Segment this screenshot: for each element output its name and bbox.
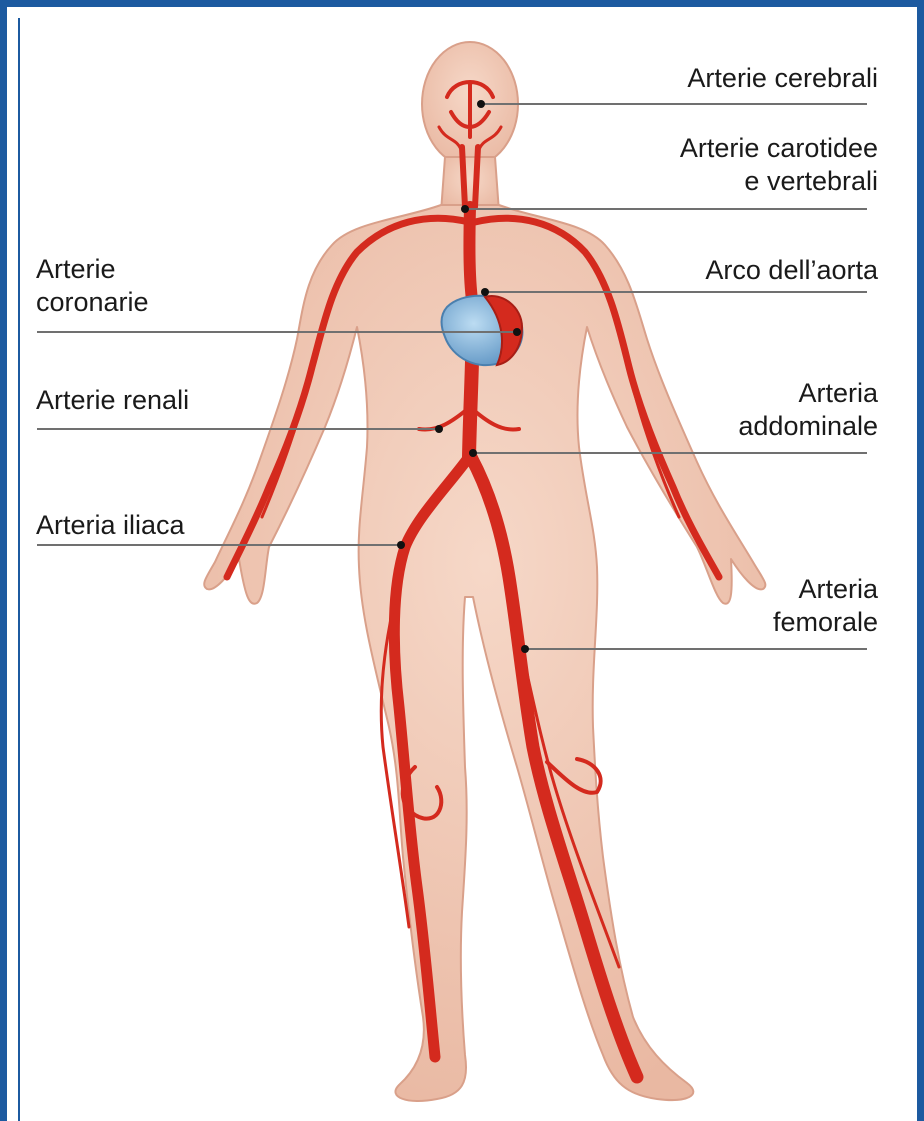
label-addominale-line2: addominale: [738, 410, 878, 443]
label-arterie-cerebrali-line1: Arterie cerebrali: [687, 62, 878, 95]
label-addominale-line1: Arteria: [738, 377, 878, 410]
label-carotidee-line1: Arterie carotidee: [680, 132, 878, 165]
label-carotidee-line2: e vertebrali: [680, 165, 878, 198]
label-arteria-femorale: Arteria femorale: [773, 573, 878, 639]
label-arterie-cerebrali: Arterie cerebrali: [687, 62, 878, 95]
label-arterie-carotidee-vertebrali: Arterie carotidee e vertebrali: [680, 132, 878, 198]
label-coronarie-line2: coronarie: [36, 286, 149, 319]
label-renali-line1: Arterie renali: [36, 384, 189, 417]
label-arterie-coronarie: Arterie coronarie: [36, 253, 149, 319]
label-coronarie-line1: Arterie: [36, 253, 149, 286]
label-arteria-addominale: Arteria addominale: [738, 377, 878, 443]
label-iliaca-line1: Arteria iliaca: [36, 509, 185, 542]
body-silhouette: [204, 42, 765, 1101]
label-arterie-renali: Arterie renali: [36, 384, 189, 417]
label-arteria-iliaca: Arteria iliaca: [36, 509, 185, 542]
label-femorale-line2: femorale: [773, 606, 878, 639]
label-arco-aorta: Arco dell’aorta: [705, 254, 878, 287]
label-aorta-line1: Arco dell’aorta: [705, 254, 878, 287]
label-femorale-line1: Arteria: [773, 573, 878, 606]
